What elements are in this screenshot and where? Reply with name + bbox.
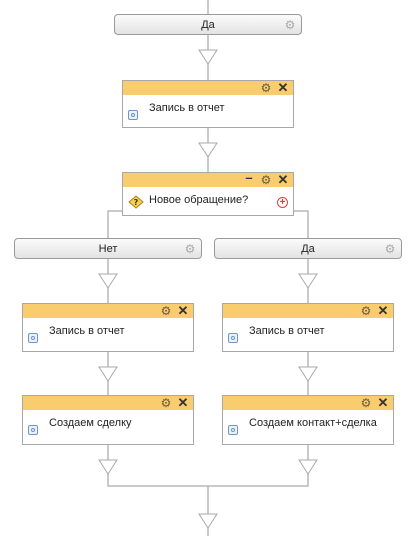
gear-icon[interactable]: ⚙ — [284, 18, 296, 32]
condition-block[interactable]: – ⚙ ✕ ? Новое обращение? + — [122, 170, 294, 216]
close-icon[interactable]: ✕ — [377, 395, 389, 410]
gear-icon[interactable]: ⚙ — [384, 242, 396, 256]
block-header: – ⚙ ✕ — [123, 170, 293, 187]
connector-arrow — [298, 366, 318, 382]
connector-arrow — [98, 273, 118, 289]
branch-label: Да — [301, 243, 315, 255]
svg-text:?: ? — [134, 198, 139, 207]
action-node-icon — [128, 110, 138, 120]
block-title: Создаем сделку — [49, 417, 132, 429]
connector-arrow — [198, 142, 218, 158]
action-node-icon — [28, 425, 38, 435]
gear-icon[interactable]: ⚙ — [160, 396, 172, 410]
close-icon[interactable]: ✕ — [177, 395, 189, 410]
add-branch-icon[interactable]: + — [277, 197, 288, 208]
block-header: ⚙ ✕ — [123, 81, 293, 95]
action-block-record-left[interactable]: ⚙ ✕ Запись в отчет — [22, 303, 194, 352]
close-icon[interactable]: ✕ — [177, 303, 189, 318]
connector-arrow — [98, 366, 118, 382]
action-node-icon — [28, 333, 38, 343]
connector-arrow — [98, 459, 118, 475]
block-title: Запись в отчет — [249, 325, 325, 337]
block-title: Новое обращение? — [149, 194, 249, 206]
connector-arrow — [198, 513, 218, 529]
close-icon[interactable]: ✕ — [277, 172, 289, 187]
block-header: ⚙ ✕ — [223, 304, 393, 318]
connector-arrow — [298, 459, 318, 475]
action-block-record[interactable]: ⚙ ✕ Запись в отчет — [122, 80, 294, 128]
action-block-deal-left[interactable]: ⚙ ✕ Создаем сделку — [22, 395, 194, 445]
block-header: ⚙ ✕ — [23, 304, 193, 318]
minimize-icon[interactable]: – — [245, 170, 253, 185]
action-block-deal-right[interactable]: ⚙ ✕ Создаем контакт+сделка — [222, 395, 394, 445]
gear-icon[interactable]: ⚙ — [360, 396, 372, 410]
close-icon[interactable]: ✕ — [377, 303, 389, 318]
action-block-record-right[interactable]: ⚙ ✕ Запись в отчет — [222, 303, 394, 352]
gear-icon[interactable]: ⚙ — [360, 304, 372, 318]
block-title: Создаем контакт+сделка — [249, 417, 377, 429]
branch-yes-top[interactable]: Да ⚙ — [114, 14, 302, 35]
gear-icon[interactable]: ⚙ — [260, 173, 272, 187]
gear-icon[interactable]: ⚙ — [260, 81, 272, 95]
branch-label: Нет — [98, 243, 118, 255]
block-header: ⚙ ✕ — [223, 396, 393, 410]
branch-yes[interactable]: Да ⚙ — [214, 238, 402, 259]
action-node-icon — [228, 333, 238, 343]
branch-label: Да — [201, 19, 215, 31]
block-title: Запись в отчет — [149, 102, 225, 114]
block-header: ⚙ ✕ — [23, 396, 193, 410]
connector-arrow — [298, 273, 318, 289]
gear-icon[interactable]: ⚙ — [160, 304, 172, 318]
block-title: Запись в отчет — [49, 325, 125, 337]
connector-arrow — [198, 49, 218, 65]
close-icon[interactable]: ✕ — [277, 80, 289, 95]
condition-question-icon: ? — [128, 195, 144, 209]
gear-icon[interactable]: ⚙ — [184, 242, 196, 256]
branch-no[interactable]: Нет ⚙ — [14, 238, 202, 259]
action-node-icon — [228, 425, 238, 435]
